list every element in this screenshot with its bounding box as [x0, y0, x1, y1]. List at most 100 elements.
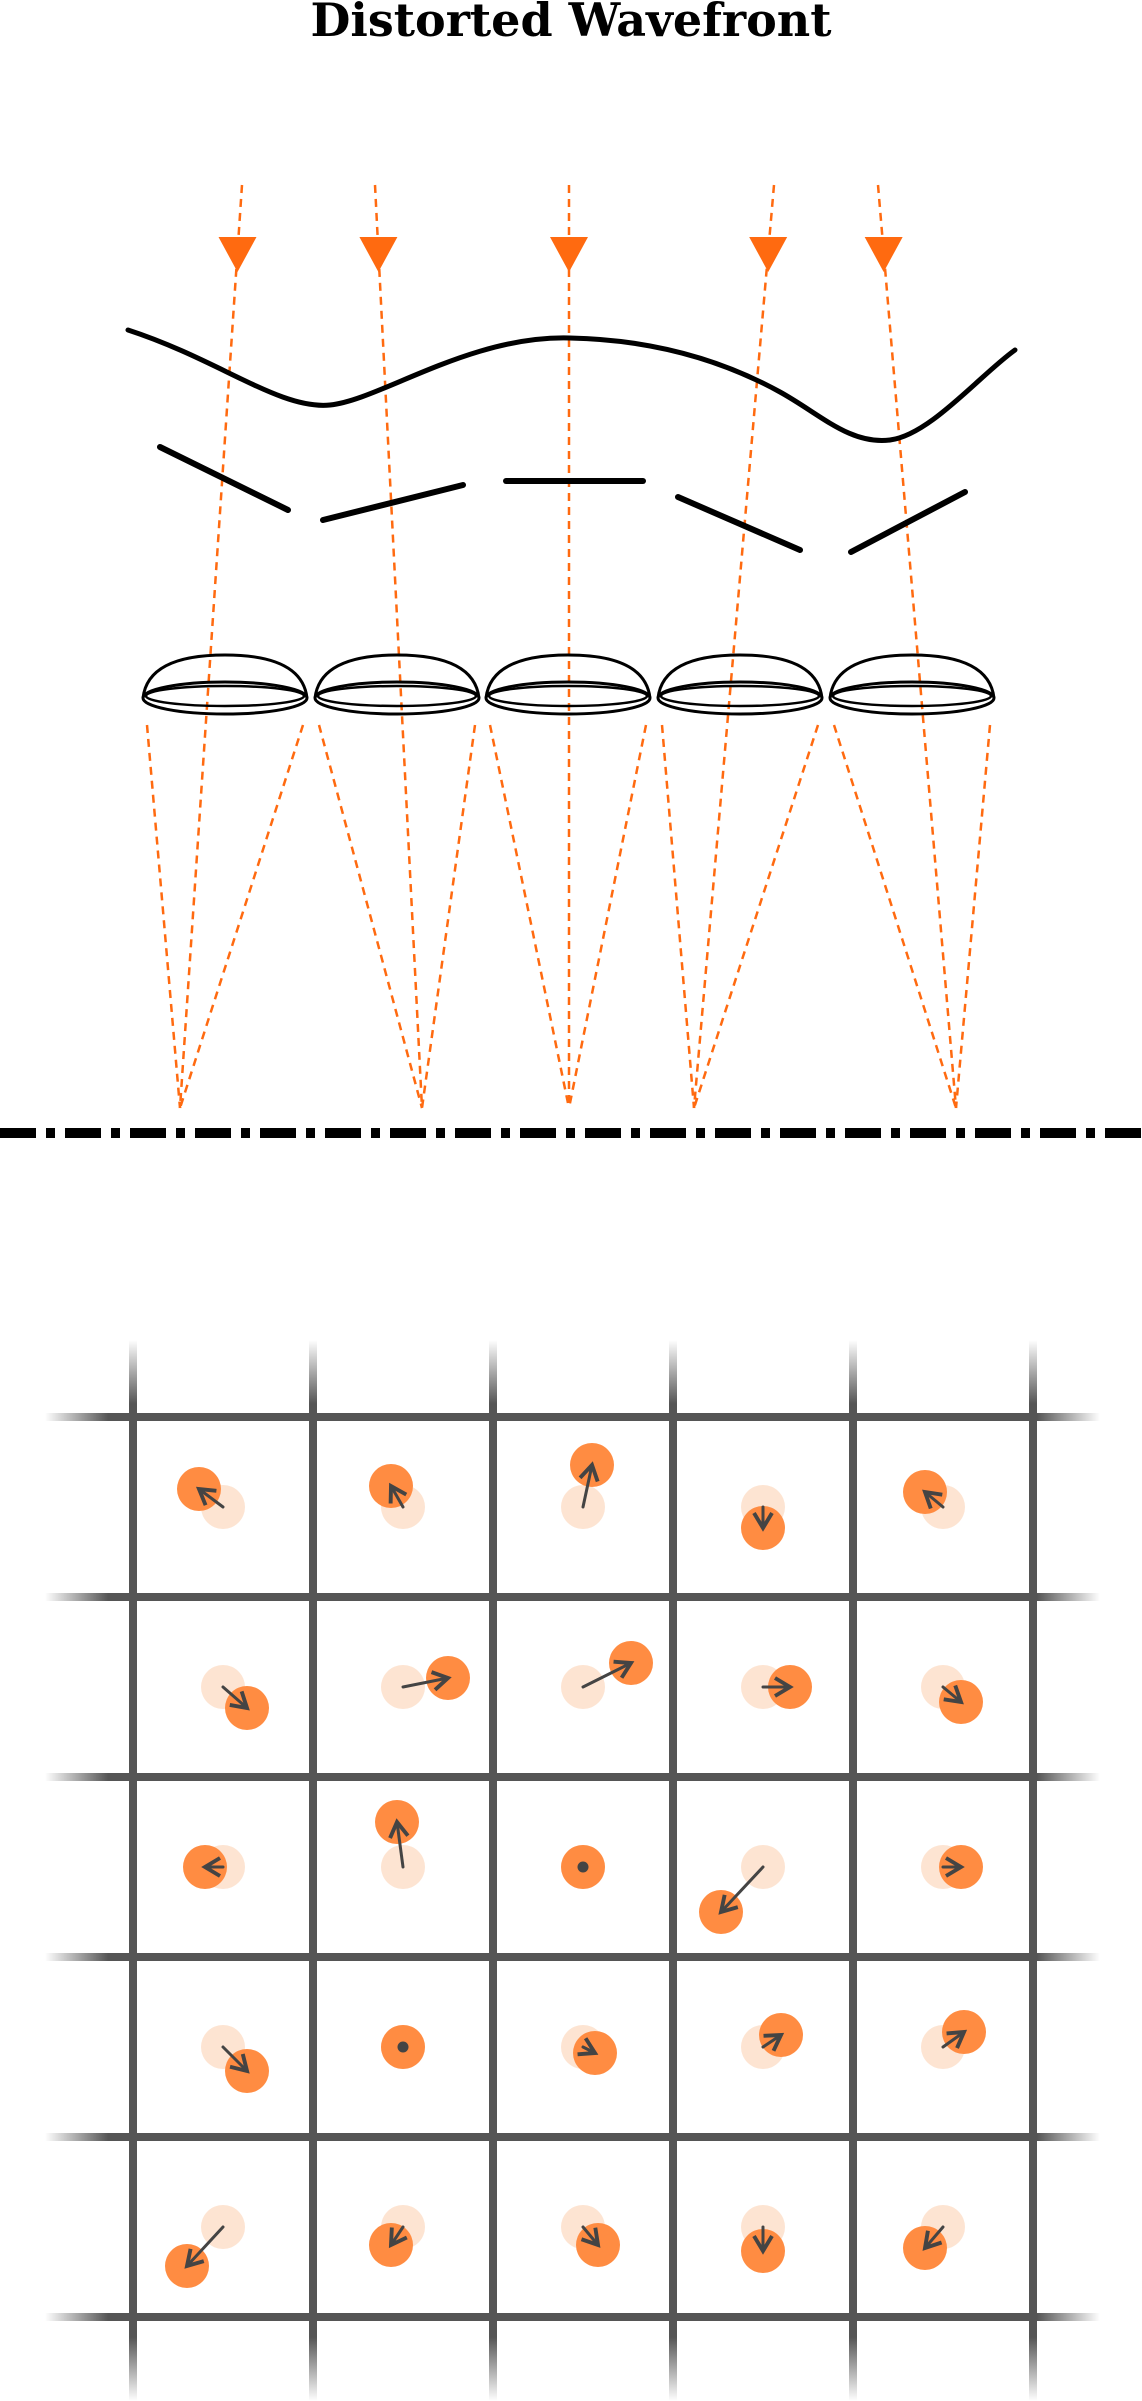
grid-cell-spot: [741, 1485, 785, 1550]
ray-arrowhead: [550, 237, 588, 272]
grid-cell-spot: [165, 2205, 245, 2288]
zero-displacement-dot: [397, 2041, 409, 2053]
grid-cell-spot: [561, 2205, 620, 2267]
focus-ray: [178, 724, 305, 1109]
zero-displacement-dot: [577, 1861, 589, 1873]
lenslet-base-outer: [828, 680, 996, 716]
focus-cone: [145, 724, 305, 1109]
incoming-ray: [550, 185, 588, 1108]
lenslet-base-inner: [831, 684, 993, 708]
grid-cell-spot: [741, 1665, 812, 1709]
wavefront-segment: [675, 494, 803, 553]
grid-cell-spot: [921, 1845, 983, 1889]
grid-line-horizontal: [45, 1773, 1100, 1781]
lenslet-base-inner: [144, 684, 306, 708]
displacement-arrow: [221, 2045, 250, 2074]
lenslet: [313, 653, 481, 716]
grid-line-vertical: [129, 1340, 137, 2401]
displacement-arrow: [388, 2225, 408, 2249]
grid-line-horizontal: [45, 2133, 1100, 2141]
lenslet-base-outer: [141, 680, 309, 716]
focus-cone: [660, 724, 820, 1109]
grid-cell-spot: [561, 1443, 614, 1529]
wavefront-segment: [320, 482, 466, 523]
grid-line-horizontal: [45, 2313, 1100, 2321]
lenslet-base-outer: [484, 680, 652, 716]
grid-cell-spot: [561, 1845, 605, 1889]
focus-ray: [145, 724, 182, 1109]
lenslet: [828, 653, 996, 716]
focus-cone: [488, 724, 648, 1109]
wavefront-segment: [157, 444, 291, 513]
displacement-arrow: [581, 1659, 635, 1689]
distorted-wavefront-curve: [125, 327, 1018, 444]
grid-cell-spot: [699, 1845, 785, 1934]
grid-line-vertical: [669, 1340, 677, 2401]
displacement-arrow: [184, 2225, 225, 2269]
displacement-arrow: [941, 2029, 968, 2049]
lenslet-base-inner: [659, 684, 821, 708]
displacement-arrow: [941, 1684, 964, 1705]
grid-line-horizontal: [45, 1413, 1100, 1421]
ray-arrowhead: [359, 237, 398, 272]
wavefront-sensor-side-view: [0, 184, 1142, 1138]
subaperture-grid: [45, 1340, 1100, 2401]
focus-ray: [317, 724, 424, 1109]
figure-title: Distorted Wavefront: [311, 0, 833, 47]
grid-line-horizontal: [45, 1953, 1100, 1961]
focus-ray: [660, 724, 696, 1109]
grid-cell-spot: [561, 2025, 617, 2075]
grid-cell-spot: [381, 1656, 470, 1709]
displacement-arrow: [580, 2225, 601, 2248]
grid-cell-spot: [201, 1665, 269, 1730]
displacement-arrow: [922, 2225, 945, 2251]
displacement-arrow: [922, 1489, 945, 1510]
focus-cone: [832, 724, 992, 1109]
grid-cell-spot: [741, 2205, 785, 2273]
incoming-rays: [178, 184, 958, 1109]
grid-cell-spot: [741, 2013, 803, 2069]
lenslet-dome: [828, 653, 996, 699]
ray-line: [876, 184, 958, 1109]
displacement-arrow: [221, 1685, 250, 1711]
grid-line-horizontal: [45, 1593, 1100, 1601]
displacement-arrow: [577, 2037, 599, 2057]
grid-line-vertical: [489, 1340, 497, 2401]
displacement-arrow: [195, 1486, 225, 1509]
displacement-arrow: [761, 2032, 785, 2052]
focal-spots: [165, 1443, 986, 2288]
ray-arrowhead: [749, 237, 788, 272]
grid-line-vertical: [309, 1340, 317, 2401]
grid-cell-spot: [375, 1800, 425, 1889]
focus-ray: [832, 724, 958, 1109]
ray-line: [373, 184, 424, 1109]
displacement-arrow: [401, 1670, 452, 1692]
lenslet: [484, 653, 652, 716]
focus-cone: [317, 724, 477, 1109]
grid-cell-spot: [201, 2025, 269, 2093]
displacement-arrow: [718, 1865, 765, 1915]
focus-ray: [488, 724, 571, 1109]
lenslet-dome: [313, 653, 481, 699]
grid-cell-spot: [369, 1464, 425, 1529]
focused-ray-cones: [145, 724, 992, 1109]
lenslet: [141, 653, 309, 716]
lenslet-dome: [656, 653, 824, 699]
lenslet-dome: [141, 653, 309, 699]
incoming-ray: [692, 184, 788, 1109]
grid-line-vertical: [849, 1340, 857, 2401]
grid-cell-spot: [369, 2205, 425, 2267]
lenslet-array: [141, 653, 996, 716]
local-wavefront-tilts: [157, 444, 968, 555]
displacement-arrow: [578, 1461, 600, 1509]
ray-arrowhead: [864, 237, 903, 272]
wavefront-segment: [848, 489, 968, 555]
lenslet-base-inner: [487, 684, 649, 708]
grid-cell-spot: [561, 1641, 653, 1709]
incoming-ray: [178, 184, 257, 1109]
incoming-ray: [864, 184, 958, 1109]
ray-line: [692, 184, 776, 1109]
grid-cell-spot: [921, 2010, 986, 2069]
focus-ray: [420, 724, 477, 1109]
grid-cell-spot: [381, 2025, 425, 2069]
